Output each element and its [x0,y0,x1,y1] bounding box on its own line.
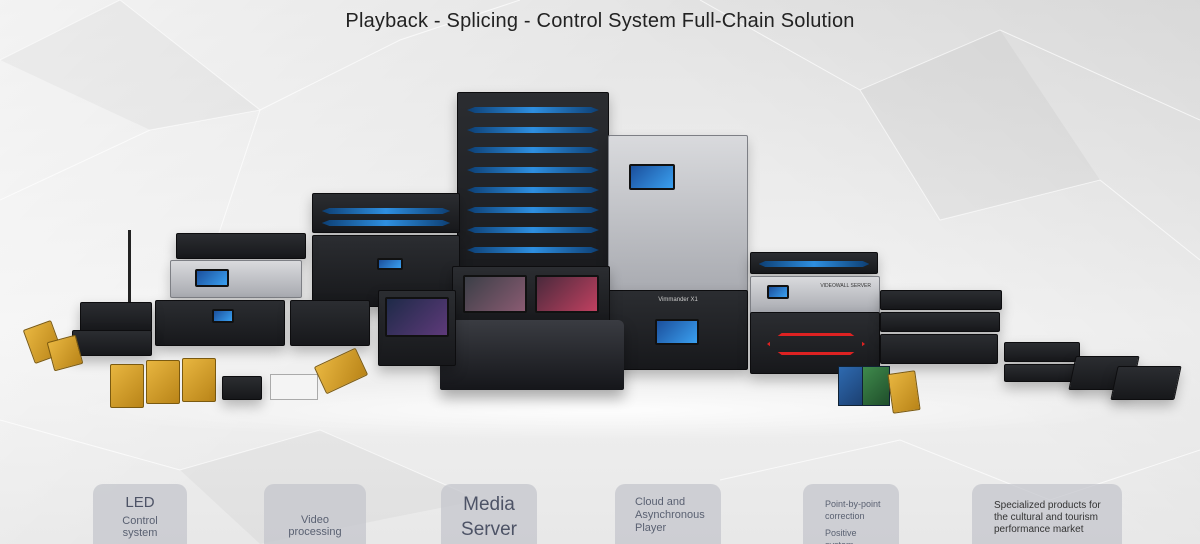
switcher-rack-5[interactable] [1004,364,1080,382]
card-line: Specialized products for [994,500,1101,511]
page-title: Playback - Splicing - Control System Ful… [345,10,855,32]
card-subtitle: Control system [122,515,158,539]
async-player-box-2[interactable] [1110,366,1182,400]
product-showcase: Vimmander X1 VIDEOWALL SERVE [0,80,1200,460]
videowall-server[interactable]: VIDEOWALL SERVER [750,276,880,314]
antenna-icon [128,230,131,302]
card-subtitle: Server [461,519,517,540]
correction-board-gold[interactable] [887,370,921,414]
category-card-cloud-player[interactable]: Cloud and Asynchronous Player [615,484,721,544]
correction-board[interactable] [862,366,890,406]
switcher-control-desk[interactable] [440,320,624,390]
switcher-rack-1[interactable] [880,290,1002,310]
switcher-rack-2[interactable] [880,312,1000,332]
category-card-media-server[interactable]: Media Server [441,484,537,544]
card-line: Positive system [825,528,857,544]
led-sender-box[interactable] [80,302,152,332]
card-title: Video processing [288,514,342,538]
led-sender-box-2[interactable] [72,330,152,356]
videowall-label: VIDEOWALL SERVER [820,283,871,289]
processor-rack-blue[interactable] [312,193,460,233]
receiving-card[interactable] [146,360,180,404]
vimmander-label: Vimmander X1 [658,297,698,303]
vimmander-x1-unit[interactable]: Vimmander X1 [608,290,748,370]
receiving-card[interactable] [110,364,144,408]
led-controller-side[interactable] [290,300,370,346]
switcher-rack-4[interactable] [1004,342,1080,362]
switcher-rack-3[interactable] [880,334,998,364]
category-cards: LED Control system Video processing Medi… [0,484,1200,544]
switcher-console[interactable] [452,266,610,326]
receiving-card[interactable] [182,358,216,402]
card-line: the cultural and tourism [994,512,1098,523]
module-board-white[interactable] [270,374,318,400]
card-title: LED [125,494,155,511]
led-controller-black[interactable] [155,300,285,346]
card-line: performance market [994,524,1084,535]
module-board[interactable] [222,376,262,400]
splicer-red-rack[interactable] [750,312,880,374]
preview-monitor[interactable] [378,290,456,366]
category-card-video-processing[interactable]: Video processing [264,484,366,544]
card-line: Cloud and [635,496,686,508]
videowall-tower[interactable] [608,135,748,295]
card-line: correction [825,511,865,521]
led-controller-silver[interactable] [170,260,302,298]
card-line: Asynchronous [635,509,705,521]
card-line: Player [635,522,667,534]
card-title: Media [463,494,515,515]
category-card-cultural-tourism[interactable]: Specialized products for the cultural an… [972,484,1122,544]
category-card-led[interactable]: LED Control system [93,484,187,544]
splicer-rack-top[interactable] [750,252,878,274]
led-controller-top[interactable] [176,233,306,259]
category-card-correction[interactable]: Point-by-point correction Positive syste… [803,484,899,544]
card-line: Point-by-point [825,499,881,509]
